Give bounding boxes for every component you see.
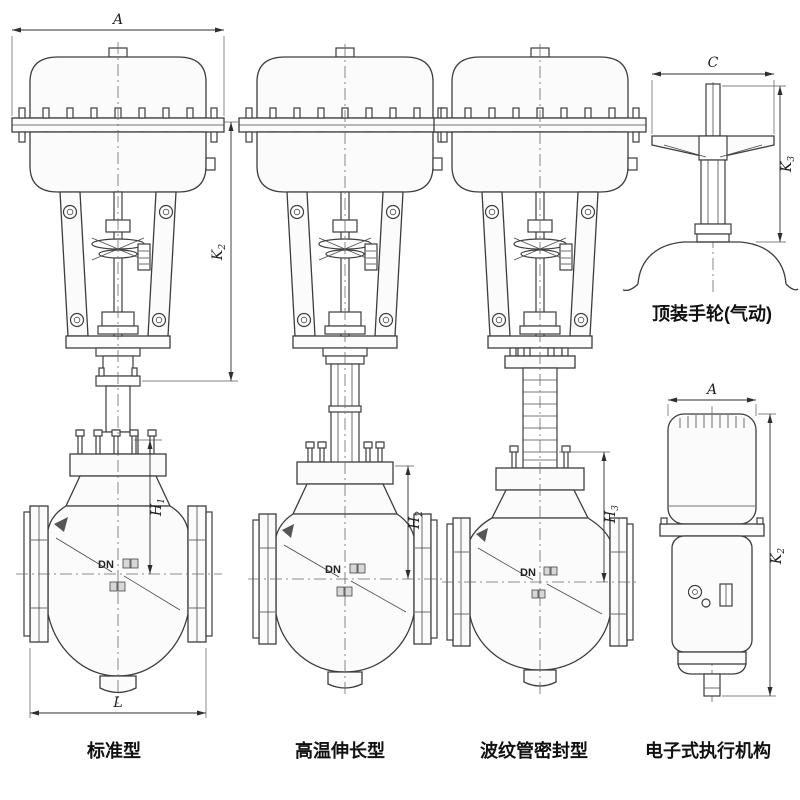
caption-high-temp: 高温伸长型 [295,740,385,761]
caption-handwheel: 顶装手轮(气动) [652,303,772,324]
dimension-h3: H3 [559,451,621,582]
drawing-high-temp-valve: DN H2 高温伸长型 [239,44,451,761]
bottom-flange [677,651,747,665]
dim-label-k3: K3 [779,156,797,173]
dim-label-a: A [111,12,123,28]
drawing-electric-actuator: A K2 电子式执行机构 [645,382,787,761]
dimension-c: C [651,55,775,134]
output-stem [703,673,721,697]
dim-label-k2-electric: K2 [769,548,787,565]
control-housing [671,535,753,653]
bonnet-studs [75,429,157,455]
mid-flange [659,523,765,537]
dn-marking: DN [325,563,366,597]
dimension-a-electric: A [667,382,757,416]
bottom-boss [327,671,363,689]
actuator-dome-top [637,241,787,285]
dim-label-h3: H3 [603,505,621,524]
dim-label-c: C [708,55,719,71]
dn-label: DN [325,564,341,576]
dn-marking: DN [520,566,558,599]
dimension-h2: H2 [395,465,425,579]
dimension-k3: K3 [722,85,797,243]
dimension-k2-electric: K2 [722,413,787,697]
dim-label-k2: K2 [210,244,228,261]
caption-bellows: 波纹管密封型 [480,740,588,761]
high-temp-valve-body [252,355,438,689]
dimension-l: L [29,648,207,718]
motor-housing [667,413,757,525]
drawing-standard-valve: DN A K2 H1 L 标 [12,12,238,761]
dim-label-h2: H2 [407,511,425,530]
dim-label-h1: H1 [149,498,167,517]
dn-marking: DN [98,558,139,592]
dn-label: DN [98,559,114,571]
bonnet-studs [305,441,385,463]
dimension-k2: K2 [142,121,238,382]
dn-label: DN [520,567,536,579]
handwheel-assembly [622,83,799,292]
caption-standard: 标准型 [86,740,141,761]
caption-electric: 电子式执行机构 [645,740,771,761]
dimension-a: A [11,12,225,116]
electric-actuator-body [659,413,765,697]
dim-label-l: L [112,695,122,711]
drawing-bellows-valve: DN H3 波纹管密封型 [434,44,646,761]
dimension-h1: H1 [134,439,167,574]
indicator-knob [687,584,703,600]
dim-label-a-electric: A [705,382,717,398]
drawing-handwheel: C K3 顶装手轮(气动) [622,55,799,324]
handwheel-column [700,159,726,225]
